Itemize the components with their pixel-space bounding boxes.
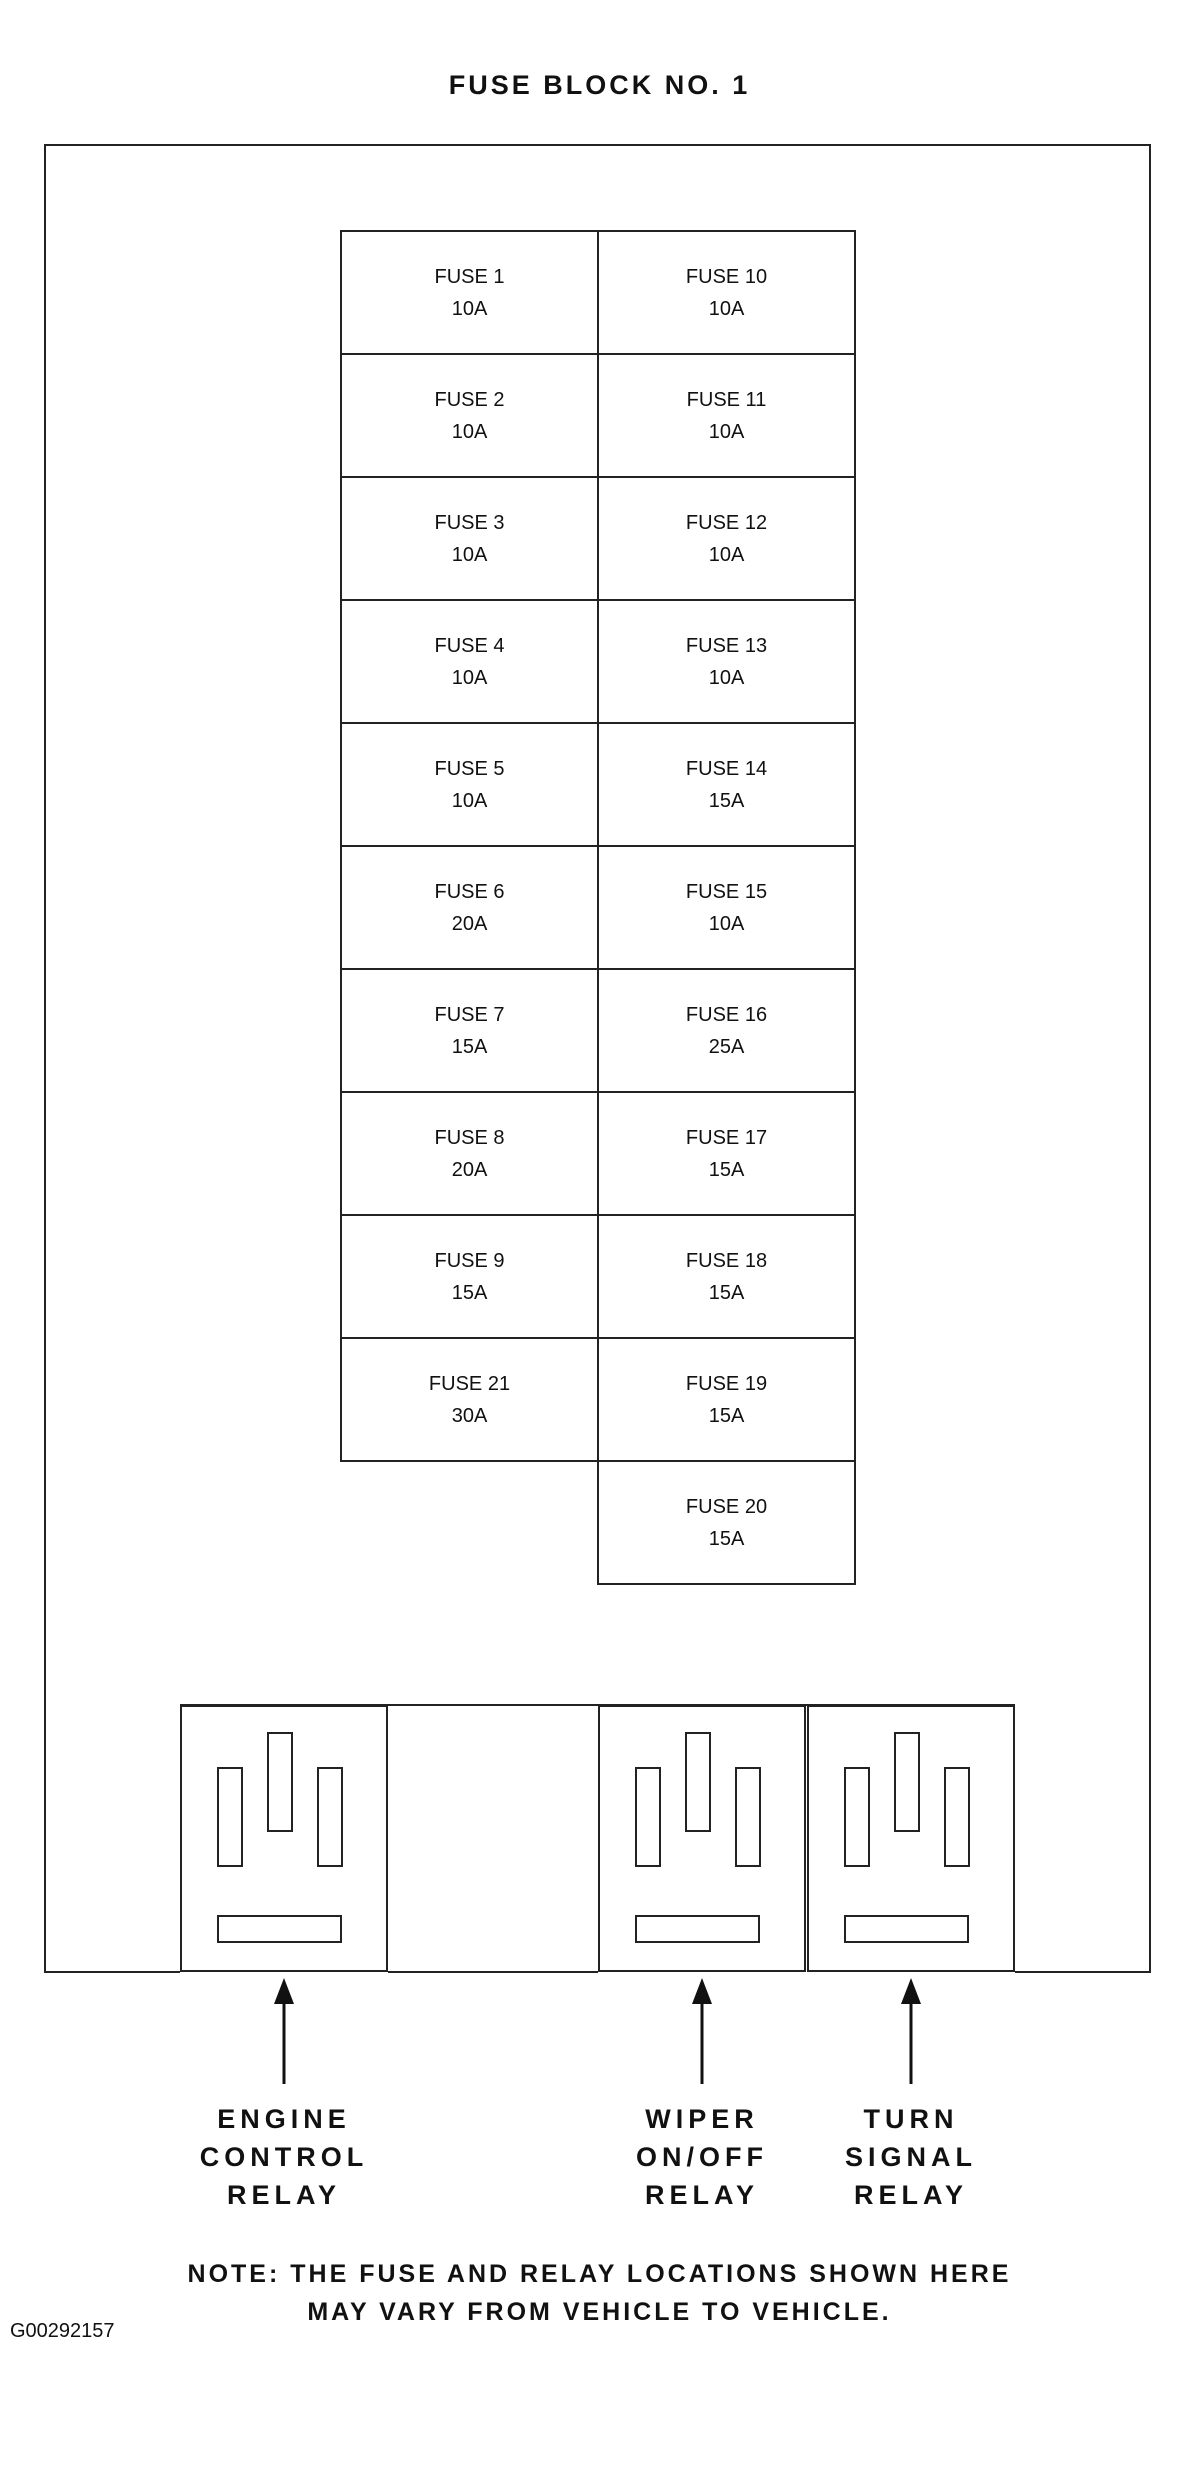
fuse-cell: FUSE 11 10A bbox=[597, 353, 856, 478]
relay-terminal bbox=[894, 1732, 920, 1832]
fuse-rating: 10A bbox=[451, 789, 488, 812]
relay-socket bbox=[180, 1705, 388, 1972]
fuse-name: FUSE 7 bbox=[434, 1003, 505, 1026]
fuse-cell: FUSE 9 15A bbox=[340, 1214, 599, 1339]
figure-code: G00292157 bbox=[10, 2320, 115, 2342]
fuse-rating: 10A bbox=[451, 420, 488, 443]
fuse-cell: FUSE 18 15A bbox=[597, 1214, 856, 1339]
fuse-name: FUSE 1 bbox=[434, 265, 505, 288]
relay-socket bbox=[807, 1705, 1015, 1972]
relay-terminal bbox=[735, 1767, 761, 1867]
relay-terminal bbox=[217, 1767, 243, 1867]
fuse-cell: FUSE 4 10A bbox=[340, 599, 599, 724]
fuse-rating: 10A bbox=[708, 543, 745, 566]
fuse-name: FUSE 14 bbox=[685, 757, 768, 780]
fuse-name: FUSE 3 bbox=[434, 511, 505, 534]
fuse-cell: FUSE 12 10A bbox=[597, 476, 856, 601]
pointer-arrow-icon bbox=[692, 1978, 712, 2084]
relay-terminal bbox=[635, 1767, 661, 1867]
fuse-rating: 15A bbox=[708, 1158, 745, 1181]
fuse-name: FUSE 12 bbox=[685, 511, 768, 534]
relay-terminal bbox=[944, 1767, 970, 1867]
fuse-cell: FUSE 1 10A bbox=[340, 230, 599, 355]
fuse-name: FUSE 9 bbox=[434, 1249, 505, 1272]
fuse-rating: 25A bbox=[708, 1035, 745, 1058]
fuse-rating: 10A bbox=[451, 543, 488, 566]
fuse-cell: FUSE 17 15A bbox=[597, 1091, 856, 1216]
relay-label: TURN SIGNAL RELAY bbox=[844, 2104, 977, 2210]
fuse-name: FUSE 13 bbox=[685, 634, 768, 657]
fuse-cell: FUSE 6 20A bbox=[340, 845, 599, 970]
fuse-name: FUSE 6 bbox=[434, 880, 505, 903]
fuse-rating: 10A bbox=[708, 912, 745, 935]
fuse-cell: FUSE 14 15A bbox=[597, 722, 856, 847]
fuse-rating: 15A bbox=[451, 1035, 488, 1058]
fuse-name: FUSE 16 bbox=[685, 1003, 768, 1026]
fuse-cell: FUSE 19 15A bbox=[597, 1337, 856, 1462]
fuse-name: FUSE 5 bbox=[434, 757, 505, 780]
fuse-cell: FUSE 7 15A bbox=[340, 968, 599, 1093]
pointer-arrow-icon bbox=[901, 1978, 921, 2084]
fuse-cell: FUSE 10 10A bbox=[597, 230, 856, 355]
fuse-name: FUSE 11 bbox=[686, 388, 767, 411]
relay-terminal bbox=[685, 1732, 711, 1832]
fuse-name: FUSE 17 bbox=[685, 1126, 768, 1149]
fuse-name: FUSE 19 bbox=[685, 1372, 768, 1395]
fuse-rating: 20A bbox=[451, 1158, 488, 1181]
pointer-arrow-icon bbox=[274, 1978, 294, 2084]
fuse-cell: FUSE 16 25A bbox=[597, 968, 856, 1093]
fuse-rating: 15A bbox=[708, 789, 745, 812]
fuse-rating: 10A bbox=[451, 666, 488, 689]
fuse-rating: 10A bbox=[708, 297, 745, 320]
fuse-name: FUSE 2 bbox=[434, 388, 505, 411]
diagram-title: FUSE BLOCK NO. 1 bbox=[448, 70, 751, 100]
fuse-rating: 20A bbox=[451, 912, 488, 935]
relay-terminal bbox=[267, 1732, 293, 1832]
fuse-cell: FUSE 20 15A bbox=[597, 1460, 856, 1585]
fuse-name: FUSE 21 bbox=[428, 1372, 511, 1395]
fuse-cell: FUSE 5 10A bbox=[340, 722, 599, 847]
fuse-name: FUSE 20 bbox=[685, 1495, 768, 1518]
fuse-cell: FUSE 21 30A bbox=[340, 1337, 599, 1462]
fuse-rating: 10A bbox=[451, 297, 488, 320]
relay-socket bbox=[598, 1705, 806, 1972]
relay-terminal bbox=[635, 1915, 760, 1943]
fuse-rating: 15A bbox=[708, 1404, 745, 1427]
relay-terminal bbox=[217, 1915, 342, 1943]
relay-terminal bbox=[317, 1767, 343, 1867]
fuse-rating: 30A bbox=[451, 1404, 488, 1427]
fuse-rating: 10A bbox=[708, 420, 745, 443]
fuse-rating: 15A bbox=[708, 1281, 745, 1304]
fuse-rating: 10A bbox=[708, 666, 745, 689]
fuse-name: FUSE 18 bbox=[685, 1249, 768, 1272]
fuse-cell: FUSE 13 10A bbox=[597, 599, 856, 724]
note-text: NOTE: THE FUSE AND RELAY LOCATIONS SHOWN… bbox=[187, 2260, 1012, 2326]
fuse-cell: FUSE 2 10A bbox=[340, 353, 599, 478]
fuse-cell: FUSE 8 20A bbox=[340, 1091, 599, 1216]
fuse-rating: 15A bbox=[451, 1281, 488, 1304]
fuse-name: FUSE 8 bbox=[434, 1126, 505, 1149]
relay-label: ENGINE CONTROL RELAY bbox=[199, 2104, 369, 2210]
fuse-cell: FUSE 3 10A bbox=[340, 476, 599, 601]
fuse-cell: FUSE 15 10A bbox=[597, 845, 856, 970]
relay-terminal bbox=[844, 1767, 870, 1867]
fuse-rating: 15A bbox=[708, 1527, 745, 1550]
fuse-name: FUSE 15 bbox=[685, 880, 768, 903]
fuse-name: FUSE 10 bbox=[685, 265, 768, 288]
fuse-name: FUSE 4 bbox=[434, 634, 505, 657]
relay-terminal bbox=[844, 1915, 969, 1943]
relay-label: WIPER ON/OFF RELAY bbox=[636, 2104, 768, 2210]
